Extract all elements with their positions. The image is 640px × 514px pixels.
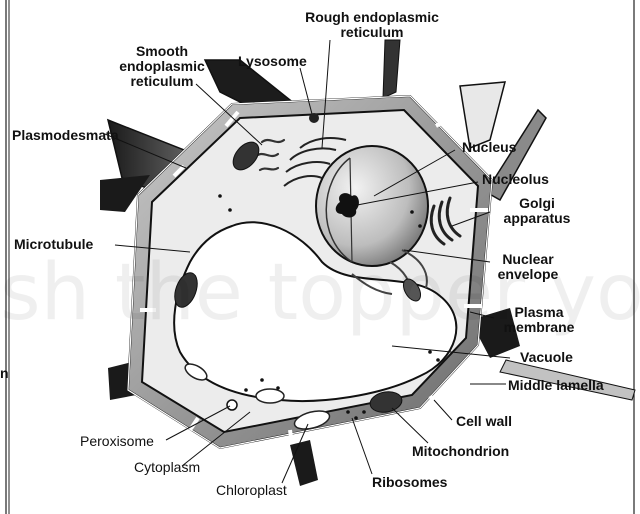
- label-lysosome: Lysosome: [238, 54, 307, 69]
- label-plasmodesmata: Plasmodesmata: [12, 128, 119, 143]
- label-microtubule: Microtubule: [14, 237, 93, 252]
- label-middle-lamella: Middle lamella: [508, 378, 604, 393]
- lysosome-shape: [309, 113, 319, 123]
- label-chloroplast: Chloroplast: [216, 483, 287, 498]
- label-mitochondrion: Mitochondrion: [412, 444, 509, 459]
- peroxisome-shape: [227, 400, 237, 410]
- edge-text-fragment: n: [0, 366, 9, 381]
- nucleus-shape: [316, 146, 428, 266]
- label-cytoplasm: Cytoplasm: [134, 460, 200, 475]
- label-ribosomes: Ribosomes: [372, 475, 447, 490]
- label-nucleus: Nucleus: [462, 140, 516, 155]
- label-vacuole: Vacuole: [520, 350, 573, 365]
- label-cell-wall: Cell wall: [456, 414, 512, 429]
- label-nucleolus: Nucleolus: [482, 172, 549, 187]
- label-peroxisome: Peroxisome: [80, 434, 154, 449]
